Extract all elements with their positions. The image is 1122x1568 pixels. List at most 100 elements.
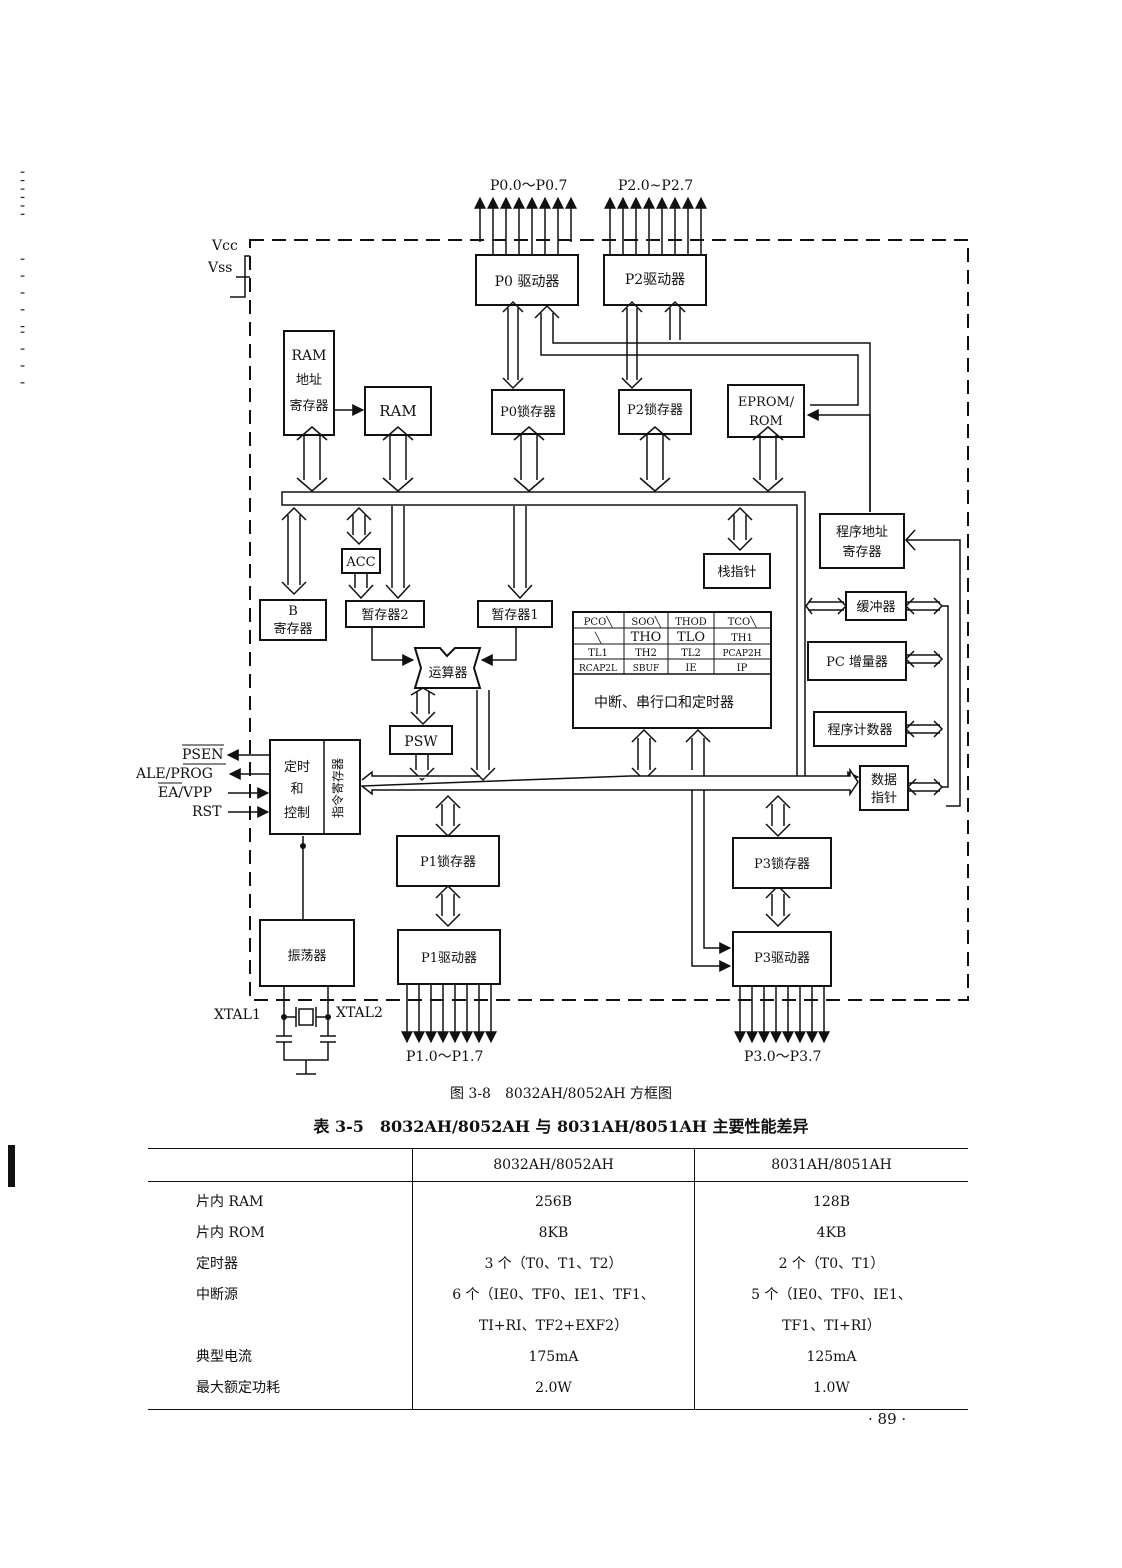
ea-vpp-label: EA/VPP [158,785,212,801]
cell-8032: 175mA [412,1342,695,1373]
b-reg-box [259,599,327,641]
sfr-cell: TL2 [681,648,701,659]
p2-latch-label: P2锁存器 [627,402,683,418]
cell-8032: 256B [412,1181,695,1218]
sfr-cell: ╲ [594,631,602,644]
timing-line2: 和 [290,782,303,797]
alu-links [371,627,517,782]
page-number: · 89 · [868,1410,907,1428]
table-header [148,1148,413,1182]
vcc-label: Vcc [211,238,238,254]
cell-8031: 1.0W [694,1373,968,1410]
row-label [148,1311,413,1342]
row-label: 典型电流 [196,1349,252,1365]
temp-reg1-label: 暂存器1 [491,608,538,623]
lower-links [302,790,791,972]
eprom-label2: ROM [749,414,783,429]
chip-boundary [249,239,969,1001]
p0-driver-label: P0 驱动器 [495,274,560,290]
p1-driver-box [397,929,501,985]
sfr-cell: RCAP2L [579,664,617,674]
row-label: 片内 RAM [196,1194,264,1210]
figure-caption: 图 3-8 8032AH/8052AH 方框图 [449,1086,673,1102]
table-title: 表 3-5 8032AH/8052AH 与 8031AH/8051AH 主要性能… [313,1117,809,1136]
p3-latch-box [732,837,832,889]
scan-mark: ' ' ' ' ' [10,255,26,331]
sfr-cell: PCO╲ [584,615,614,628]
control-bus [359,767,859,797]
p2-pins [604,196,707,255]
program-counter-label: 程序计数器 [827,723,892,738]
prog-addr-line2: 寄存器 [842,544,881,560]
cell-8031: 4KB [816,1225,847,1241]
table-header: 8031AH/8051AH [694,1148,968,1182]
table-row: TI+RI、TF2+EXF2） TF1、TI+RI） [148,1311,968,1342]
pc-incrementer-box [807,641,907,681]
table-row: 中断源 6 个（IE0、TF0、IE1、TF1、 5 个（IE0、TF0、IE1… [148,1280,968,1311]
timing-line3: 控制 [284,806,310,821]
ram-label: RAM [379,402,417,420]
p3-driver-label: P3驱动器 [754,951,810,966]
p1-latch-label: P1锁存器 [420,854,476,870]
timing-control-box [269,739,361,835]
cell-8031: 5 个（IE0、TF0、IE1、 [751,1287,912,1303]
p2-driver-box [603,254,707,306]
data-pointer-line2: 指针 [871,791,897,806]
mid-links [281,506,753,600]
ram-addr-reg-box [283,330,335,436]
table-header: 8032AH/8052AH [412,1148,695,1182]
sfr-cell: SOO╲ [631,615,661,628]
cell-8032: TI+RI、TF2+EXF2） [412,1311,695,1342]
instruction-reg-label: 指令寄存器 [330,758,345,818]
row-label: 最大额定功耗 [148,1373,413,1410]
stack-pointer-label: 栈指针 [717,565,756,580]
sfr-cell: THO [631,630,662,645]
sfr-cell: THOD [675,617,707,628]
temp-reg2-box [345,600,425,628]
temp-reg2-label: 暂存器2 [361,608,408,623]
stack-pointer-box [703,553,771,589]
oscillator-label: 振荡器 [287,949,326,964]
p0-latch-box [491,389,565,435]
sfr-cell: TCO╲ [728,615,758,628]
psen-label: PSEN [182,747,223,763]
sfr-cell: TLO [677,630,705,645]
b-reg-line2: 寄存器 [273,621,312,637]
p3-driver-box [732,931,832,987]
row-label: 定时器 [196,1256,238,1272]
performance-table: 8032AH/8052AH 8031AH/8051AH 片内 RAM 256B … [148,1148,968,1410]
p1-pins [401,985,497,1044]
p0-driver-box [475,254,579,306]
sfr-cell: TL1 [588,648,608,659]
p0-latch-label: P0锁存器 [500,404,556,420]
rst-label: RST [192,804,222,820]
data-pointer-line1: 数据 [871,773,897,788]
prog-addr-to-eprom [806,409,871,512]
cell-8032: 2.0W [412,1373,695,1410]
cell-8031: 125mA [806,1349,857,1365]
p0-bus-label: P0.0～P0.7 [490,178,567,194]
p1-driver-label: P1驱动器 [421,951,477,966]
clock-node [300,843,306,849]
cell-8032: 6 个（IE0、TF0、IE1、TF1、 [412,1280,695,1311]
prog-addr-reg-box [819,513,905,569]
cell-8031: 128B [812,1194,850,1210]
timing-line1: 定时 [284,760,310,775]
sfr-block [572,611,772,729]
table-row: 片内 RAM 256B 128B [148,1181,968,1218]
psw-label: PSW [404,734,438,750]
ram-addr-line3: 寄存器 [289,398,328,414]
ram-addr-line2: 地址 [296,373,322,388]
scan-blot [8,1145,15,1187]
p3-pins [734,987,830,1044]
psw-box [389,725,453,755]
p3-latch-label: P3锁存器 [754,856,810,872]
buffer-label: 缓冲器 [856,600,895,615]
p1-bus-label: P1.0～P1.7 [406,1049,483,1065]
temp-reg1-box [477,600,553,628]
power-lines [230,255,250,298]
scan-mark: '''''' [10,168,26,219]
p0-pins [474,196,577,255]
sfr-cell: IP [737,663,748,674]
cell-8032: 3 个（T0、T1、T2） [412,1249,695,1280]
